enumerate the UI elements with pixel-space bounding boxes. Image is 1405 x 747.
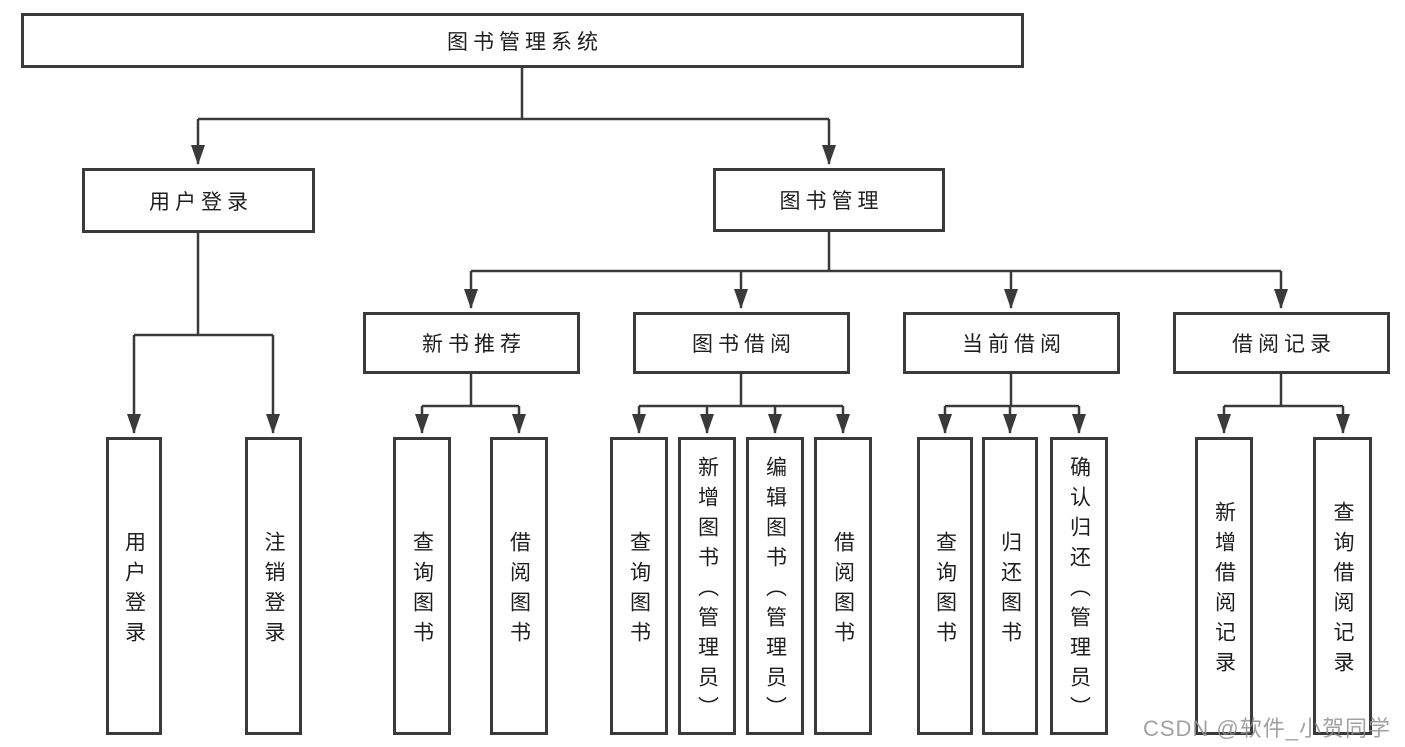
watermark-text: CSDN @软件_小贺同学: [1142, 716, 1391, 741]
leaf-borrow-books: 借阅图书: [814, 437, 872, 735]
node-book-management: 图书管理: [713, 168, 945, 232]
node-user-login: 用户登录: [82, 168, 315, 233]
connector-user-login: [127, 231, 280, 434]
leaf-edit-book-admin-label: 编辑图书（管理员）: [763, 455, 787, 726]
leaf-query-borrow-record-label: 查询借阅记录: [1331, 500, 1354, 681]
leaf-confirm-return-admin: 确认归还（管理员）: [1050, 437, 1108, 735]
leaf-logout-label: 注销登录: [262, 530, 285, 651]
leaf-borrow-books-label: 借阅图书: [831, 530, 855, 651]
connector-new-book-recommend: [415, 372, 526, 434]
node-borrowing-records: 借阅记录: [1173, 312, 1390, 374]
node-new-book-recommend: 新书推荐: [363, 312, 580, 374]
node-book-management-label: 图书管理: [779, 190, 884, 213]
node-book-borrowing-label: 图书借阅: [692, 333, 796, 356]
connector-book-management: [464, 230, 1288, 309]
leaf-add-book-admin-label: 新增图书（管理员）: [695, 455, 719, 726]
node-system-root-label: 图书管理系统: [447, 30, 603, 54]
leaf-confirm-return-admin-label: 确认归还（管理员）: [1067, 455, 1091, 726]
connector-borrowing-records: [1217, 372, 1350, 434]
leaf-query-books-recommend: 查询图书: [393, 437, 451, 735]
leaf-query-books-recommend-label: 查询图书: [410, 530, 434, 651]
connector-current-borrowing: [938, 372, 1086, 434]
leaf-user-login-label: 用户登录: [122, 530, 146, 651]
leaf-query-books-current-label: 查询图书: [933, 530, 957, 651]
leaf-return-books: 归还图书: [982, 437, 1038, 735]
leaf-borrow-books-recommend: 借阅图书: [490, 437, 548, 735]
leaf-return-books-label: 归还图书: [998, 530, 1022, 651]
leaf-logout: 注销登录: [245, 437, 302, 735]
leaf-user-login: 用户登录: [106, 437, 162, 735]
node-user-login-label: 用户登录: [149, 190, 253, 214]
leaf-add-borrow-record-label: 新增借阅记录: [1212, 500, 1236, 681]
leaf-query-books-borrowing: 查询图书: [610, 437, 668, 735]
leaf-query-books-borrowing-label: 查询图书: [627, 530, 651, 651]
leaf-query-books-current: 查询图书: [917, 437, 973, 735]
connector-book-borrowing: [632, 372, 850, 434]
node-current-borrowing: 当前借阅: [903, 312, 1120, 374]
leaf-query-borrow-record: 查询借阅记录: [1313, 437, 1372, 735]
leaf-add-book-admin: 新增图书（管理员）: [678, 437, 736, 735]
node-current-borrowing-label: 当前借阅: [962, 333, 1066, 356]
node-system-root: 图书管理系统: [21, 13, 1024, 68]
leaf-borrow-books-recommend-label: 借阅图书: [507, 530, 531, 651]
leaf-add-borrow-record: 新增借阅记录: [1195, 437, 1253, 735]
leaf-edit-book-admin: 编辑图书（管理员）: [746, 437, 804, 735]
node-borrowing-records-label: 借阅记录: [1232, 333, 1336, 356]
node-book-borrowing: 图书借阅: [633, 312, 850, 374]
node-new-book-recommend-label: 新书推荐: [422, 333, 526, 356]
connector-root: [191, 66, 836, 165]
